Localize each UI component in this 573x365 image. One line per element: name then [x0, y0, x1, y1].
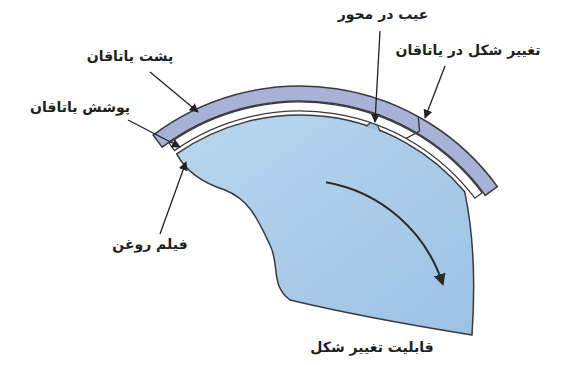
leader-line [150, 72, 198, 112]
part-label: فیلم روغن [110, 236, 189, 253]
part-label: پشت یاتاقان [85, 48, 176, 65]
bearing-back [153, 86, 497, 195]
leader-line [128, 120, 180, 147]
part-label: پوشش یاتاقان [28, 99, 132, 116]
rotation-arrow [326, 182, 443, 283]
leader-line [425, 66, 445, 118]
bearing-deformation [406, 117, 419, 139]
leader-line [160, 162, 186, 234]
caption: قابلیت تغییر شکل [308, 339, 435, 356]
part-label: عیب در محور [336, 6, 431, 23]
part-label: تغییر شکل در یاتاقان [394, 42, 543, 59]
leader-line [375, 31, 380, 122]
